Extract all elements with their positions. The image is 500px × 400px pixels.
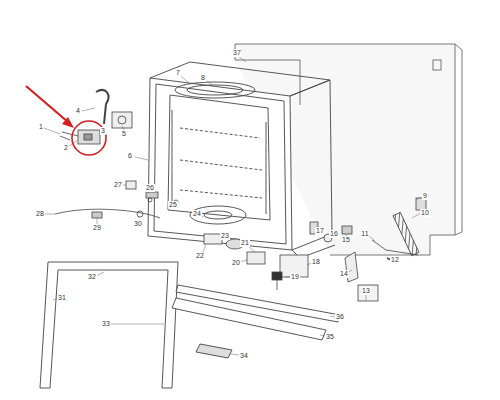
callout-number: 24 — [192, 210, 202, 218]
leader-lines — [44, 56, 421, 355]
callout-number: 21 — [240, 239, 250, 247]
callout-number: 26 — [145, 184, 155, 192]
callout-number: 27 — [113, 181, 123, 189]
callout-number: 14 — [339, 270, 349, 278]
callout-number: 37 — [232, 49, 242, 57]
callout-number: 29 — [92, 224, 102, 232]
callout-number: 9 — [422, 192, 428, 200]
callout-number: 1 — [38, 123, 44, 131]
highlight — [26, 86, 106, 155]
callout-number: 2 — [63, 144, 69, 152]
callout-number: 15 — [341, 236, 351, 244]
callout-number: 4 — [75, 107, 81, 115]
callout-number: 7 — [175, 69, 181, 77]
callout-number: 32 — [87, 273, 97, 281]
callout-number: 28 — [35, 210, 45, 218]
callout-number: 36 — [335, 313, 345, 321]
callout-number: 8 — [200, 74, 206, 82]
callout-number: 34 — [239, 352, 249, 360]
callout-number: 25 — [168, 201, 178, 209]
callout-number: 31 — [57, 294, 67, 302]
callout-number: 23 — [220, 232, 230, 240]
callout-number: 10 — [420, 209, 430, 217]
callout-number: 6 — [127, 152, 133, 160]
callout-number: 13 — [361, 287, 371, 295]
callout-number: 11 — [360, 230, 369, 238]
callout-number: 19 — [290, 273, 300, 281]
callout-number: 18 — [311, 258, 321, 266]
callout-number: 3 — [100, 127, 106, 135]
callout-number: 33 — [101, 320, 111, 328]
callout-number: 5 — [121, 130, 127, 138]
callout-number: 35 — [325, 333, 335, 341]
callout-number: 20 — [231, 259, 241, 267]
callout-number: 16 — [329, 230, 339, 238]
door-frame — [40, 262, 340, 388]
tub — [148, 62, 335, 258]
callout-number: 17 — [315, 227, 325, 235]
callout-number: 30 — [133, 220, 143, 228]
callout-number: 22 — [195, 252, 205, 260]
callout-number: 12 — [390, 256, 400, 264]
